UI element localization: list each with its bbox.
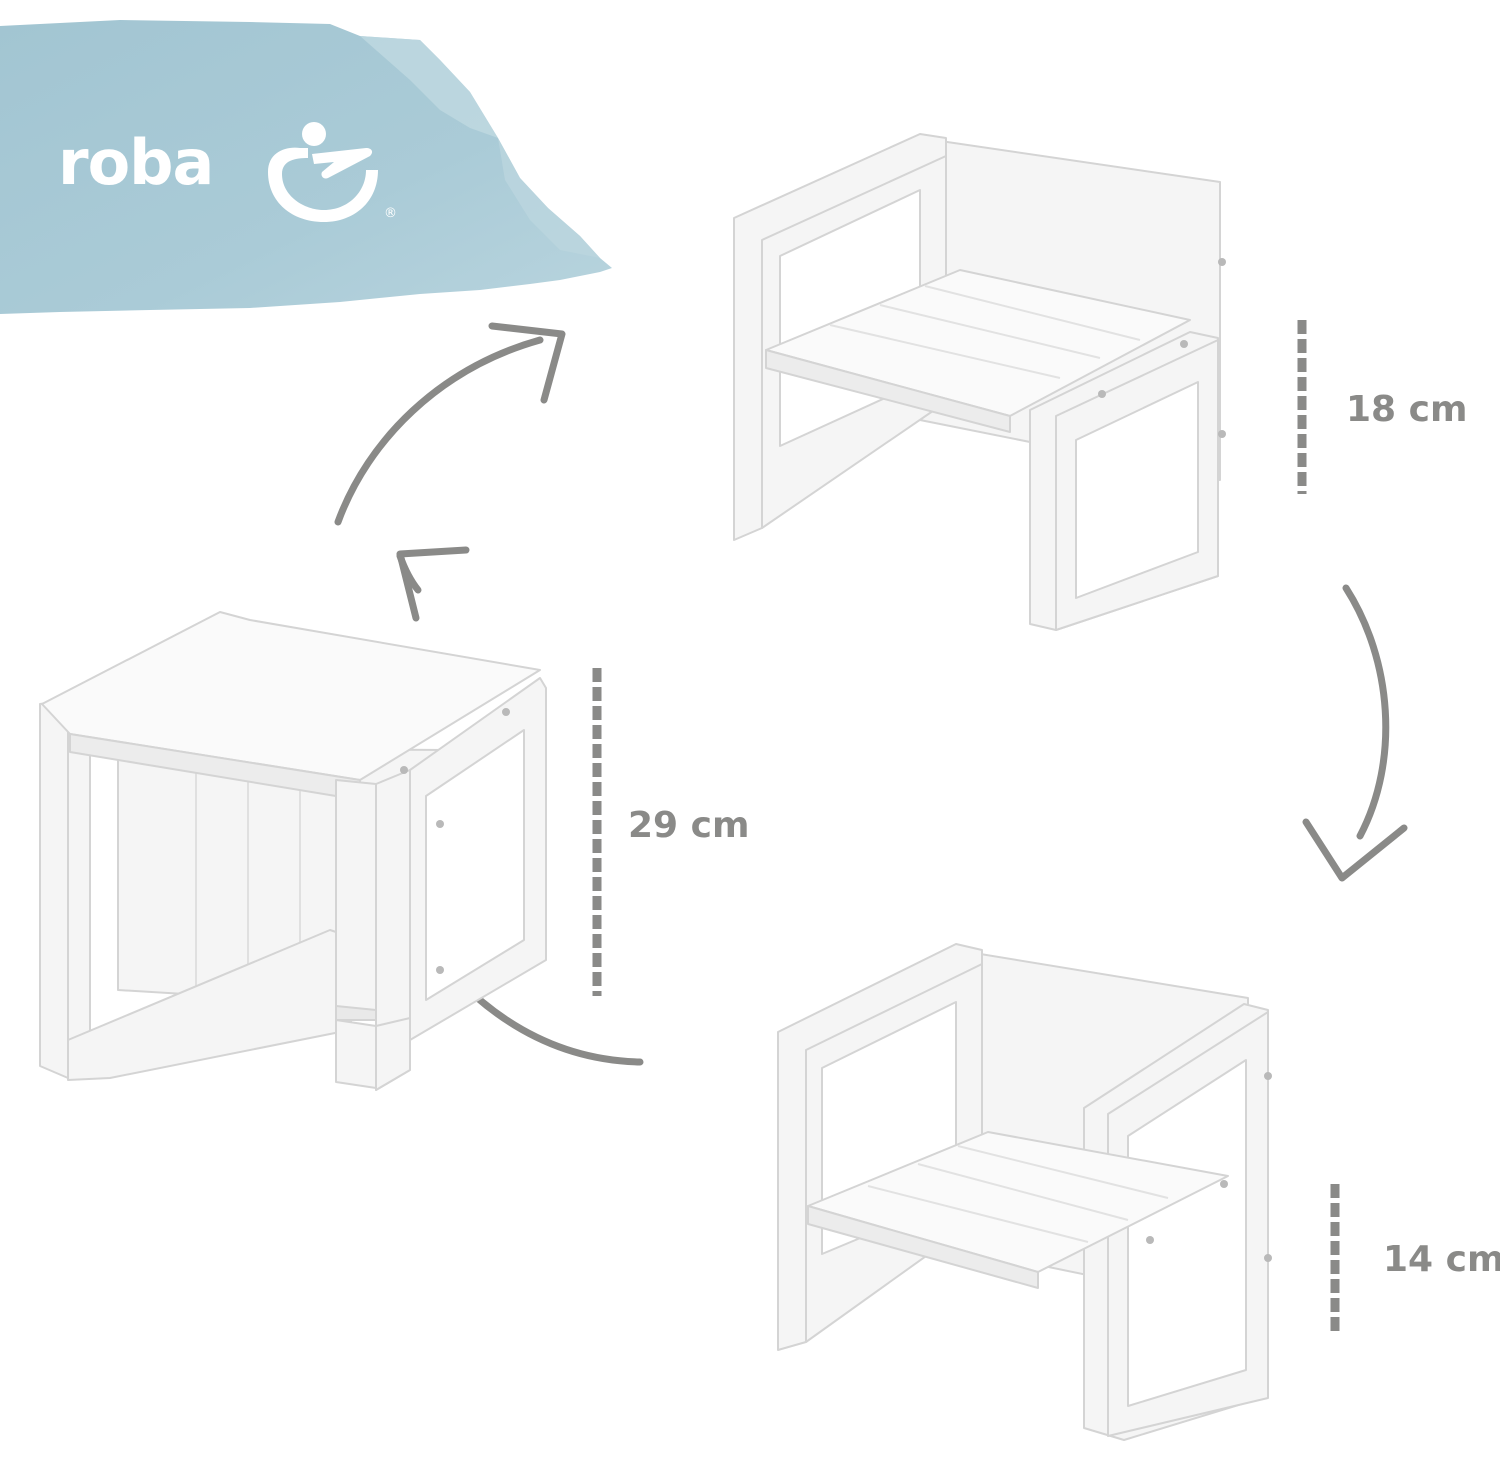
chair-low-image — [777, 943, 1272, 1441]
measure-label-chair-high: 18 cm — [1346, 389, 1468, 430]
registered-mark: ® — [384, 206, 397, 221]
roba-logo-icon — [268, 122, 378, 222]
measure-label-table: 29 cm — [628, 805, 750, 846]
brand-swatch — [0, 20, 612, 314]
table-image — [39, 611, 547, 1091]
chair-high-image — [733, 133, 1226, 631]
measure-label-chair-low: 14 cm — [1383, 1239, 1500, 1280]
brand-name: roba — [58, 126, 214, 199]
